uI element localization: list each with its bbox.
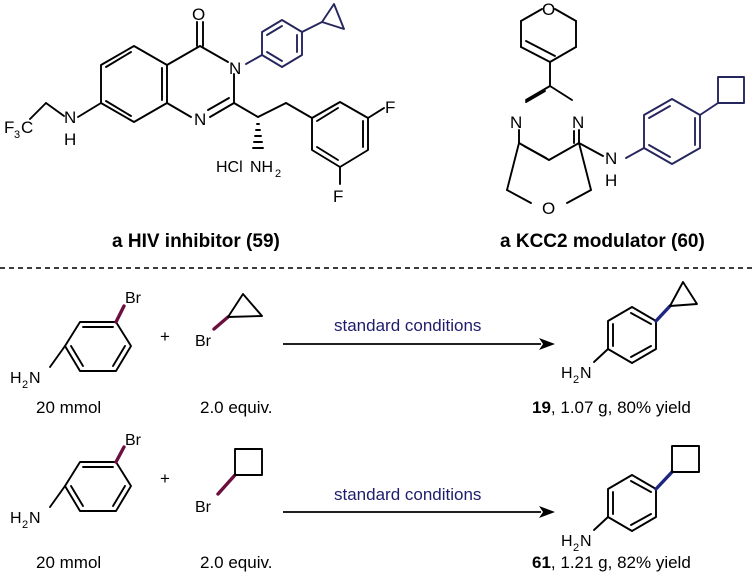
- hiv-nh2-label: NH 2: [250, 159, 281, 180]
- hiv-hcl: HCl: [216, 159, 243, 176]
- svg-text:H: H: [10, 370, 22, 387]
- svg-text:C: C: [21, 118, 33, 137]
- hiv-carbonyl-o: O: [192, 5, 205, 24]
- svg-text:H: H: [10, 510, 22, 527]
- hiv-n1: N: [194, 110, 206, 129]
- svg-text:2: 2: [22, 379, 28, 391]
- reaction-2: Br H 2 N + Br standard conditions H 2 N: [10, 432, 700, 572]
- r2-cyclobutyl-bromide: Br: [195, 448, 263, 516]
- hiv-fluorine-2: F: [333, 187, 343, 206]
- r2-plus-sign: +: [160, 469, 170, 488]
- kcc2-modulator-structure: O N N O N H: [506, 0, 745, 218]
- svg-text:2: 2: [22, 519, 28, 531]
- r2-product-yield: 61, 1.21 g, 82% yield: [532, 553, 691, 572]
- kcc2-n-b: N: [572, 113, 584, 132]
- kcc2-caption: a KCC2 modulator (60): [500, 231, 705, 252]
- r2-reagent-equiv: 2.0 equiv.: [200, 553, 272, 572]
- kcc2-pyran-o: O: [542, 0, 555, 19]
- hiv-nh-n: N: [64, 108, 76, 127]
- r1-reagent-equiv: 2.0 equiv.: [200, 398, 272, 417]
- hiv-n3: N: [229, 59, 241, 78]
- r1-bromoaniline: Br H 2 N: [10, 290, 142, 391]
- hiv-cf3-label: F 3 C: [4, 118, 33, 141]
- kcc2-n-a: N: [510, 113, 522, 132]
- r2-sm-amount: 20 mmol: [36, 553, 101, 572]
- r2-arrow: [283, 506, 555, 518]
- hiv-caption: a HIV inhibitor (59): [112, 231, 280, 252]
- svg-text:Br: Br: [195, 333, 212, 350]
- svg-text:2: 2: [573, 542, 579, 554]
- r1-product-yield: 19, 1.07 g, 80% yield: [532, 398, 691, 417]
- svg-text:N: N: [29, 510, 41, 527]
- svg-text:2: 2: [275, 168, 281, 180]
- r1-sm-amount: 20 mmol: [36, 398, 101, 417]
- kcc2-furan-o: O: [542, 199, 555, 218]
- kcc2-nh-n: N: [605, 149, 617, 168]
- svg-text:H: H: [561, 365, 573, 382]
- kcc2-nh-h: H: [605, 171, 617, 190]
- svg-text:Br: Br: [125, 290, 142, 307]
- svg-text:2: 2: [573, 374, 579, 386]
- r1-cyclopropyl-bromide: Br: [195, 293, 263, 350]
- r1-product-19: H 2 N: [561, 281, 698, 386]
- svg-text:N: N: [580, 365, 592, 382]
- r1-arrow: [283, 338, 555, 350]
- r1-plus-sign: +: [160, 327, 170, 346]
- hiv-nh-h: H: [64, 130, 76, 149]
- svg-text:N: N: [29, 370, 41, 387]
- svg-text:NH: NH: [250, 159, 273, 176]
- r2-product-61: H 2 N: [561, 445, 700, 554]
- svg-text:H: H: [561, 533, 573, 550]
- r2-conditions: standard conditions: [334, 485, 481, 504]
- svg-text:F: F: [4, 118, 14, 137]
- r2-bromoaniline: Br H 2 N: [10, 432, 142, 531]
- stereo-hash-wedge: [252, 123, 264, 149]
- r1-conditions: standard conditions: [334, 316, 481, 335]
- svg-text:Br: Br: [195, 499, 212, 516]
- reaction-1: Br H 2 N + Br standard conditions H 2 N: [10, 281, 698, 417]
- hiv-fluorine-1: F: [385, 98, 395, 117]
- svg-text:N: N: [580, 533, 592, 550]
- hiv-inhibitor-structure: O N N N H F 3 C F F HCl NH 2: [4, 3, 395, 206]
- svg-text:3: 3: [14, 129, 20, 141]
- svg-text:Br: Br: [125, 432, 142, 449]
